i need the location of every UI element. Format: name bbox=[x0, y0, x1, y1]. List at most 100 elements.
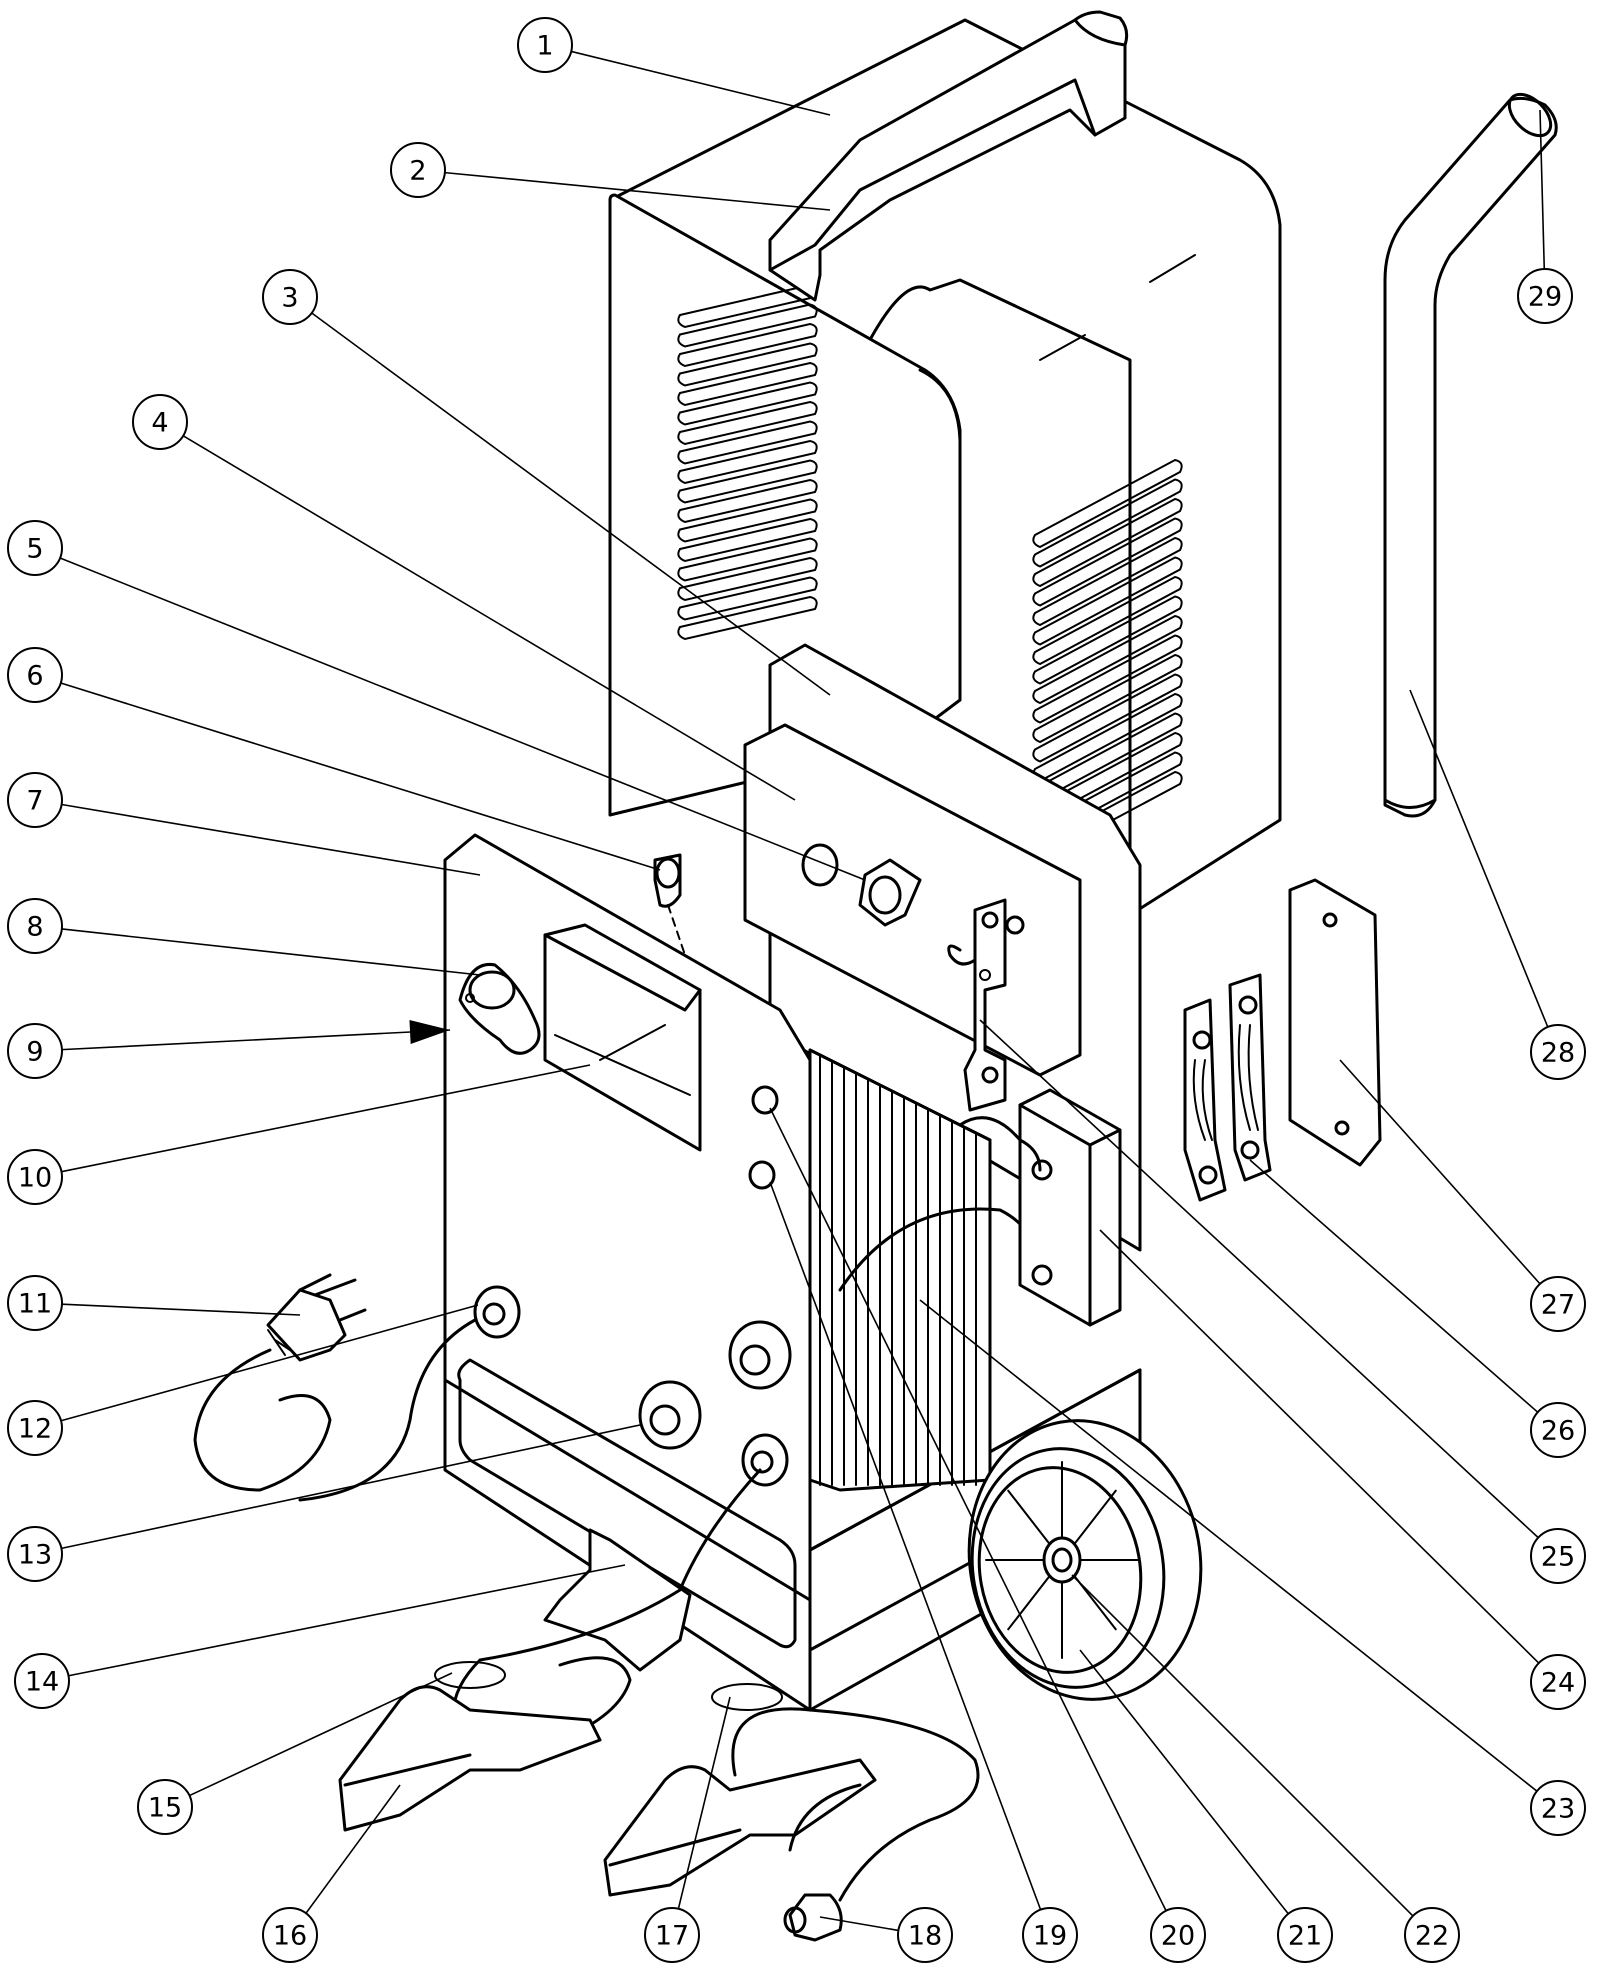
callout-15: 15 bbox=[137, 1779, 193, 1835]
tube-handle bbox=[1383, 92, 1558, 818]
leader-line-18 bbox=[819, 1916, 899, 1932]
leader-line-6 bbox=[60, 682, 661, 871]
callout-5: 5 bbox=[7, 520, 63, 576]
callout-circle-6 bbox=[7, 647, 63, 703]
leader-line-15 bbox=[189, 1672, 453, 1797]
knob bbox=[458, 962, 541, 1055]
arrowhead-9 bbox=[409, 1020, 450, 1045]
callout-circle-29 bbox=[1517, 268, 1573, 324]
callout-circle-12 bbox=[7, 1400, 63, 1456]
callout-circle-2 bbox=[390, 142, 446, 198]
connector-plug bbox=[783, 1893, 843, 1942]
callout-circle-3 bbox=[262, 269, 318, 325]
leader-line-14 bbox=[68, 1564, 626, 1677]
callout-number-15: 15 bbox=[148, 1793, 182, 1824]
leader-line-22 bbox=[1071, 1574, 1414, 1917]
callout-number-6: 6 bbox=[26, 661, 43, 692]
callout-circle-11 bbox=[7, 1275, 63, 1331]
leader-line-29 bbox=[1539, 109, 1546, 270]
louvres-right bbox=[1032, 458, 1183, 861]
callout-circle-20 bbox=[1150, 1907, 1206, 1963]
callout-circle-5 bbox=[7, 520, 63, 576]
leader-line-4 bbox=[182, 435, 796, 801]
callout-circle-8 bbox=[7, 898, 63, 954]
fuse-holders bbox=[748, 1085, 779, 1190]
leader-line-7 bbox=[61, 803, 481, 876]
callout-29: 29 bbox=[1517, 268, 1573, 324]
bus-bar bbox=[947, 898, 1025, 1112]
callout-23: 23 bbox=[1530, 1780, 1586, 1836]
leader-line-13 bbox=[61, 1424, 641, 1550]
callout-10: 10 bbox=[7, 1149, 63, 1205]
callout-number-10: 10 bbox=[18, 1163, 52, 1194]
base-foot bbox=[543, 1528, 692, 1672]
callout-number-8: 8 bbox=[26, 912, 43, 943]
leader-line-10 bbox=[61, 1064, 591, 1173]
battery-clamps bbox=[338, 1468, 980, 1902]
callout-12: 12 bbox=[7, 1400, 63, 1456]
callout-13: 13 bbox=[7, 1526, 63, 1582]
callout-circle-13 bbox=[7, 1526, 63, 1582]
leader-line-1 bbox=[571, 50, 831, 116]
callout-circle-7 bbox=[7, 772, 63, 828]
callout-3: 3 bbox=[262, 269, 318, 325]
callout-circle-18 bbox=[897, 1907, 953, 1963]
callout-number-24: 24 bbox=[1541, 1668, 1575, 1699]
callout-4: 4 bbox=[132, 394, 188, 450]
callout-28: 28 bbox=[1530, 1024, 1586, 1080]
callout-number-26: 26 bbox=[1541, 1416, 1575, 1447]
leader-line-28 bbox=[1409, 689, 1549, 1028]
leader-line-26 bbox=[1249, 1159, 1539, 1413]
callout-number-13: 13 bbox=[18, 1540, 52, 1571]
leader-line-25 bbox=[979, 1019, 1539, 1539]
callout-number-12: 12 bbox=[18, 1414, 52, 1445]
mains-plug bbox=[193, 1273, 477, 1502]
leader-line-24 bbox=[1099, 1229, 1540, 1664]
callout-circle-17 bbox=[644, 1907, 700, 1963]
callout-7: 7 bbox=[7, 772, 63, 828]
callout-number-9: 9 bbox=[26, 1037, 43, 1068]
leader-line-16 bbox=[305, 1784, 401, 1914]
leader-line-19 bbox=[769, 1181, 1042, 1910]
callout-circle-25 bbox=[1530, 1528, 1586, 1584]
callout-circle-15 bbox=[137, 1779, 193, 1835]
callout-8: 8 bbox=[7, 898, 63, 954]
carry-handle bbox=[768, 10, 1129, 302]
cable-grommet bbox=[473, 1285, 521, 1339]
callout-circle-23 bbox=[1530, 1780, 1586, 1836]
callout-14: 14 bbox=[14, 1653, 70, 1709]
callout-number-19: 19 bbox=[1033, 1921, 1067, 1952]
callout-20: 20 bbox=[1150, 1907, 1206, 1963]
callout-number-1: 1 bbox=[536, 31, 553, 62]
callout-21: 21 bbox=[1277, 1907, 1333, 1963]
louvres-left bbox=[677, 283, 818, 641]
callout-number-25: 25 bbox=[1541, 1542, 1575, 1573]
callout-circle-22 bbox=[1404, 1907, 1460, 1963]
callout-number-27: 27 bbox=[1541, 1290, 1575, 1321]
callout-circle-16 bbox=[262, 1907, 318, 1963]
callout-circle-19 bbox=[1022, 1907, 1078, 1963]
leader-lines bbox=[59, 50, 1549, 1932]
callout-9: 9 bbox=[7, 1023, 63, 1079]
callout-18: 18 bbox=[897, 1907, 953, 1963]
rectifier bbox=[958, 1088, 1122, 1327]
callout-1: 1 bbox=[517, 17, 573, 73]
callout-number-11: 11 bbox=[18, 1289, 52, 1320]
transformer bbox=[808, 1048, 1042, 1492]
leader-line-5 bbox=[59, 557, 866, 881]
callout-circle-21 bbox=[1277, 1907, 1333, 1963]
switch bbox=[858, 858, 922, 927]
output-sockets bbox=[638, 1320, 792, 1487]
callout-circle-14 bbox=[14, 1653, 70, 1709]
callout-17: 17 bbox=[644, 1907, 700, 1963]
leader-line-23 bbox=[919, 1299, 1538, 1792]
callout-11: 11 bbox=[7, 1275, 63, 1331]
callout-number-28: 28 bbox=[1541, 1038, 1575, 1069]
leader-line-20 bbox=[769, 1107, 1167, 1912]
callout-number-14: 14 bbox=[25, 1667, 59, 1698]
leader-line-9 bbox=[61, 1029, 451, 1051]
callout-25: 25 bbox=[1530, 1528, 1586, 1584]
charger-drawing bbox=[193, 10, 1558, 1942]
